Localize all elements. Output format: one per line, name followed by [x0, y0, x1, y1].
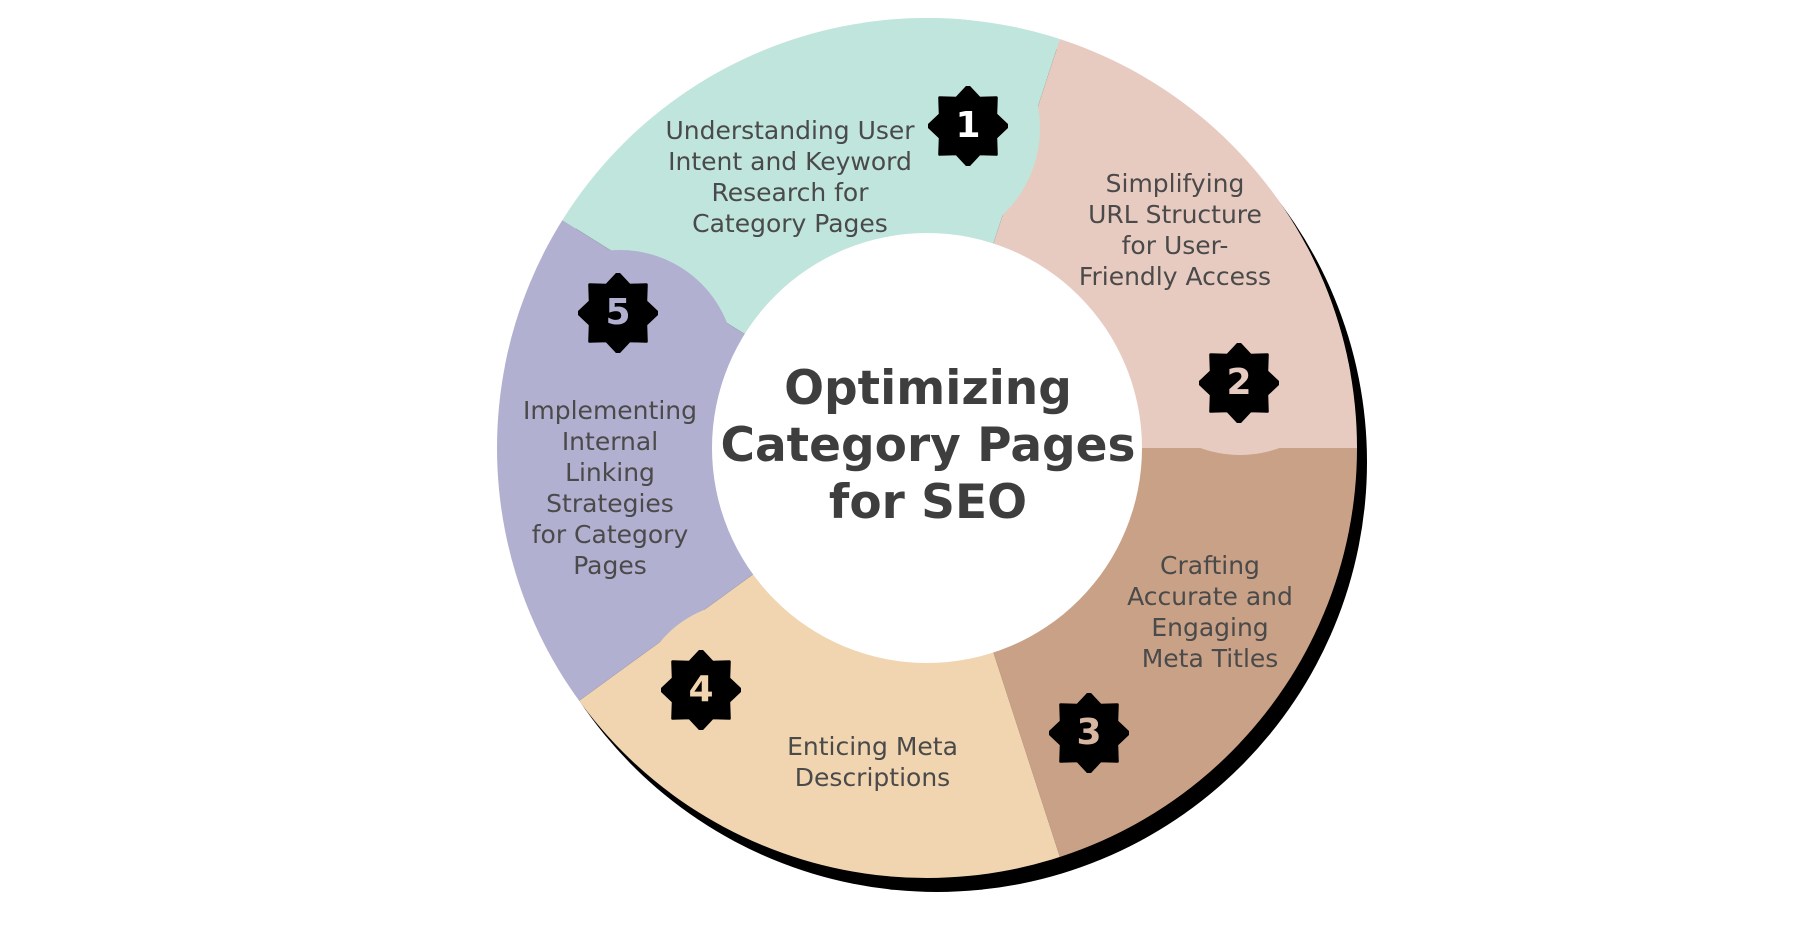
diagram-title: Optimizing Category Pages for SEO: [720, 361, 1136, 530]
star-shape: [578, 273, 658, 353]
segment-label-4: Enticing Meta Descriptions: [787, 732, 958, 792]
step-badge-2: 2: [1199, 343, 1279, 423]
step-number-1: 1: [955, 105, 981, 146]
step-badge-5: 5: [578, 273, 658, 353]
ring-lobe-5: [505, 250, 735, 480]
segment-label-5: Implementing Internal Linking Strategies…: [523, 396, 697, 580]
ring-lobe-1: [800, 18, 1040, 248]
star-badge-icon: [1199, 343, 1279, 423]
ring-lobe-4: [635, 602, 855, 822]
star-badge-icon: [928, 86, 1008, 166]
step-number-3: 3: [1076, 712, 1102, 753]
star-shape: [1049, 693, 1129, 773]
star-badge-icon: [661, 650, 741, 730]
star-shape: [1199, 343, 1279, 423]
ring-lobe-2: [1125, 225, 1355, 455]
step-badge-4: 4: [661, 650, 741, 730]
step-number-4: 4: [688, 669, 714, 710]
step-number-5: 5: [605, 292, 631, 333]
segment-label-2: Simplifying URL Structure for User- Frie…: [1078, 169, 1272, 291]
step-badge-1: 1: [928, 86, 1008, 166]
step-badge-3: 3: [1049, 693, 1129, 773]
star-badge-icon: [578, 273, 658, 353]
segment-label-3: Crafting Accurate and Engaging Meta Titl…: [1127, 551, 1293, 673]
star-shape: [661, 650, 741, 730]
star-shape: [928, 86, 1008, 166]
segment-label-1: Understanding User Intent and Keyword Re…: [665, 116, 915, 238]
center-disc: [712, 233, 1142, 663]
step-number-2: 2: [1226, 362, 1252, 403]
star-badge-icon: [1049, 693, 1129, 773]
